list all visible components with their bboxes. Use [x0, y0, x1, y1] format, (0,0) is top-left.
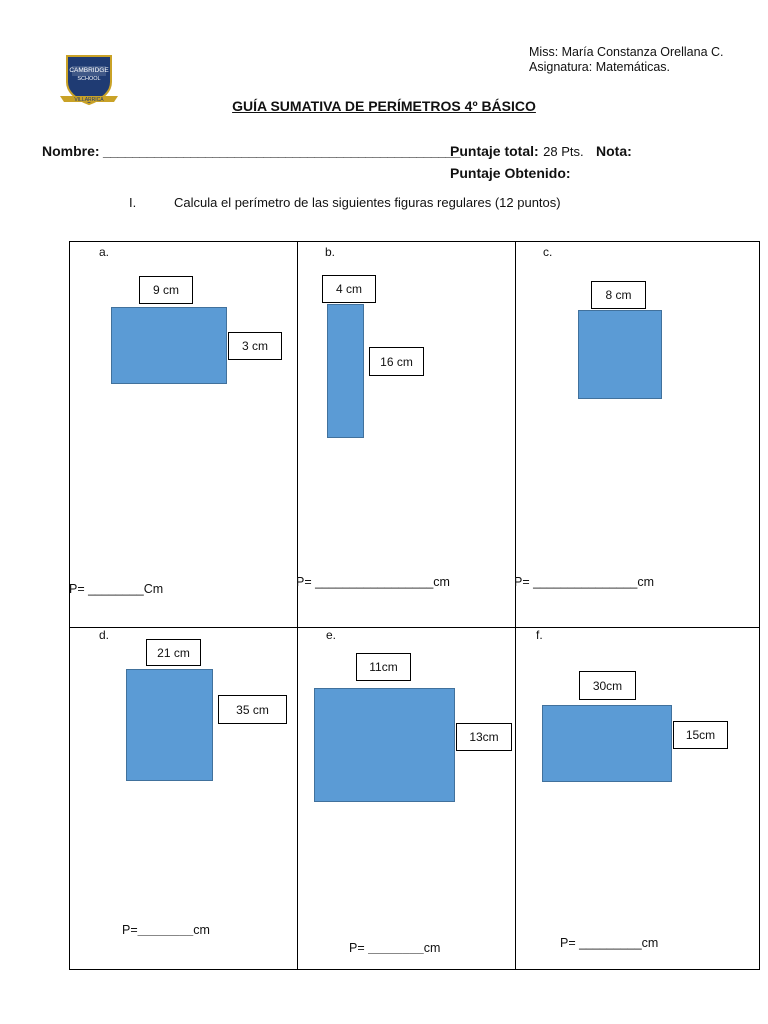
figure-a-letter: a. — [99, 245, 110, 259]
figure-a-answer[interactable]: P= ________Cm — [69, 582, 164, 596]
column-divider — [297, 242, 298, 969]
figure-c-square — [578, 310, 662, 399]
figure-e-height-label: 13cm — [456, 723, 512, 751]
figure-c-letter: c. — [543, 245, 553, 259]
teacher-name: Miss: María Constanza Orellana C. — [529, 45, 724, 59]
figure-d-width-label: 21 cm — [146, 639, 201, 666]
total-value: 28 Pts. — [543, 144, 584, 159]
figure-e-answer[interactable]: P= ________cm — [349, 941, 441, 955]
figure-f-height-label: 15cm — [673, 721, 728, 749]
teacher-info: Miss: María Constanza Orellana C. Asigna… — [529, 45, 724, 75]
grade-label: Nota: — [596, 143, 632, 159]
figure-b-rectangle — [327, 304, 364, 438]
obtained-label: Puntaje Obtenido: — [450, 165, 571, 181]
figure-a-rectangle — [111, 307, 227, 384]
row-divider — [70, 627, 759, 628]
figure-d-answer[interactable]: P=________cm — [122, 923, 210, 937]
total-label: Puntaje total: — [450, 143, 539, 159]
logo-text-top: CAMBRIDGE — [69, 67, 109, 74]
figure-b-answer[interactable]: P= _________________cm — [296, 575, 450, 589]
figure-e-rectangle — [314, 688, 455, 802]
figure-b-width-label: 4 cm — [322, 275, 376, 303]
name-blank[interactable]: ________________________________________… — [103, 143, 461, 159]
column-divider — [515, 242, 516, 969]
figure-b-letter: b. — [325, 245, 336, 259]
figure-e-letter: e. — [326, 628, 337, 642]
instruction-text: Calcula el perímetro de las siguientes f… — [174, 195, 561, 210]
figure-c-side-label: 8 cm — [591, 281, 646, 309]
figure-f-rectangle — [542, 705, 672, 782]
figure-e-width-label: 11cm — [356, 653, 411, 681]
figure-a-height-label: 3 cm — [228, 332, 282, 360]
figure-f-letter: f. — [536, 628, 543, 642]
figure-f-answer[interactable]: P= _________cm — [560, 936, 659, 950]
figure-d-height-label: 35 cm — [218, 695, 287, 724]
page-title: GUÍA SUMATIVA DE PERÍMETROS 4º BÁSICO — [232, 98, 536, 114]
name-label: Nombre: — [42, 143, 100, 159]
figure-d-letter: d. — [99, 628, 110, 642]
figures-table — [69, 241, 760, 970]
figure-c-answer[interactable]: P= _______________cm — [514, 575, 655, 589]
instruction-number: I. — [129, 195, 137, 210]
logo-text-mid: SCHOOL — [77, 76, 100, 82]
school-logo: CAMBRIDGE SCHOOL VILLARRICA — [58, 52, 120, 108]
subject-name: Asignatura: Matemáticas. — [529, 60, 671, 74]
figure-f-width-label: 30cm — [579, 671, 636, 700]
figure-b-height-label: 16 cm — [369, 347, 424, 376]
figure-a-width-label: 9 cm — [139, 276, 193, 304]
figure-d-rectangle — [126, 669, 213, 781]
logo-text-bottom: VILLARRICA — [74, 97, 104, 103]
total-score: Puntaje total: 28 Pts. — [450, 143, 584, 161]
